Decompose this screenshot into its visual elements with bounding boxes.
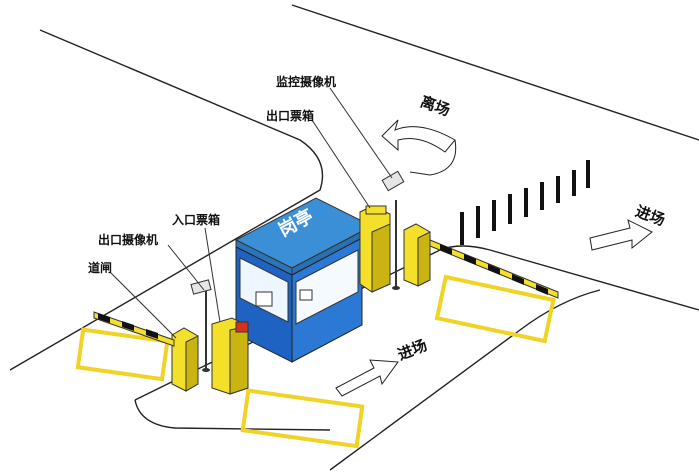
parking-spot-bottom <box>240 388 365 449</box>
booth-window-side <box>295 249 359 325</box>
island-outline-lower <box>134 399 331 431</box>
label-monitor-camera: 监控摄像机 <box>276 74 336 89</box>
booth: 岗亭 <box>234 197 374 363</box>
entry-stripes <box>460 160 590 245</box>
left-barrier-arm <box>93 311 175 347</box>
road-edge-top <box>9 29 324 371</box>
label-exit-camera: 出口摄像机 <box>98 232 158 247</box>
label-entry-ticket-box: 入口票箱 <box>172 212 220 227</box>
leader-lines <box>109 87 393 339</box>
leave-arrow <box>381 119 457 176</box>
right-gate <box>403 223 559 299</box>
label-exit-ticket-box: 出口票箱 <box>266 108 314 123</box>
monitor-camera <box>381 170 405 290</box>
label-leave: 离场 <box>418 92 452 119</box>
enter-arrow-right <box>589 219 653 251</box>
parking-spot-right <box>434 274 556 344</box>
entry-ticket-slot <box>235 321 249 333</box>
right-barrier-arm <box>429 239 559 299</box>
enter-arrow-bottom <box>335 359 399 397</box>
label-gate: 道闸 <box>88 260 112 275</box>
parking-spot-left <box>75 327 170 382</box>
road-edge-right-bottom <box>329 289 601 471</box>
booth-chair <box>255 291 273 307</box>
booth-window-front <box>239 257 289 323</box>
entry-ticket-box <box>211 317 249 395</box>
left-gate <box>93 311 199 392</box>
road-edge-right-top <box>291 4 699 141</box>
label-enter-bottom: 进场 <box>395 336 430 364</box>
exit-ticket-box <box>359 205 391 293</box>
booth-monitor <box>299 289 313 301</box>
